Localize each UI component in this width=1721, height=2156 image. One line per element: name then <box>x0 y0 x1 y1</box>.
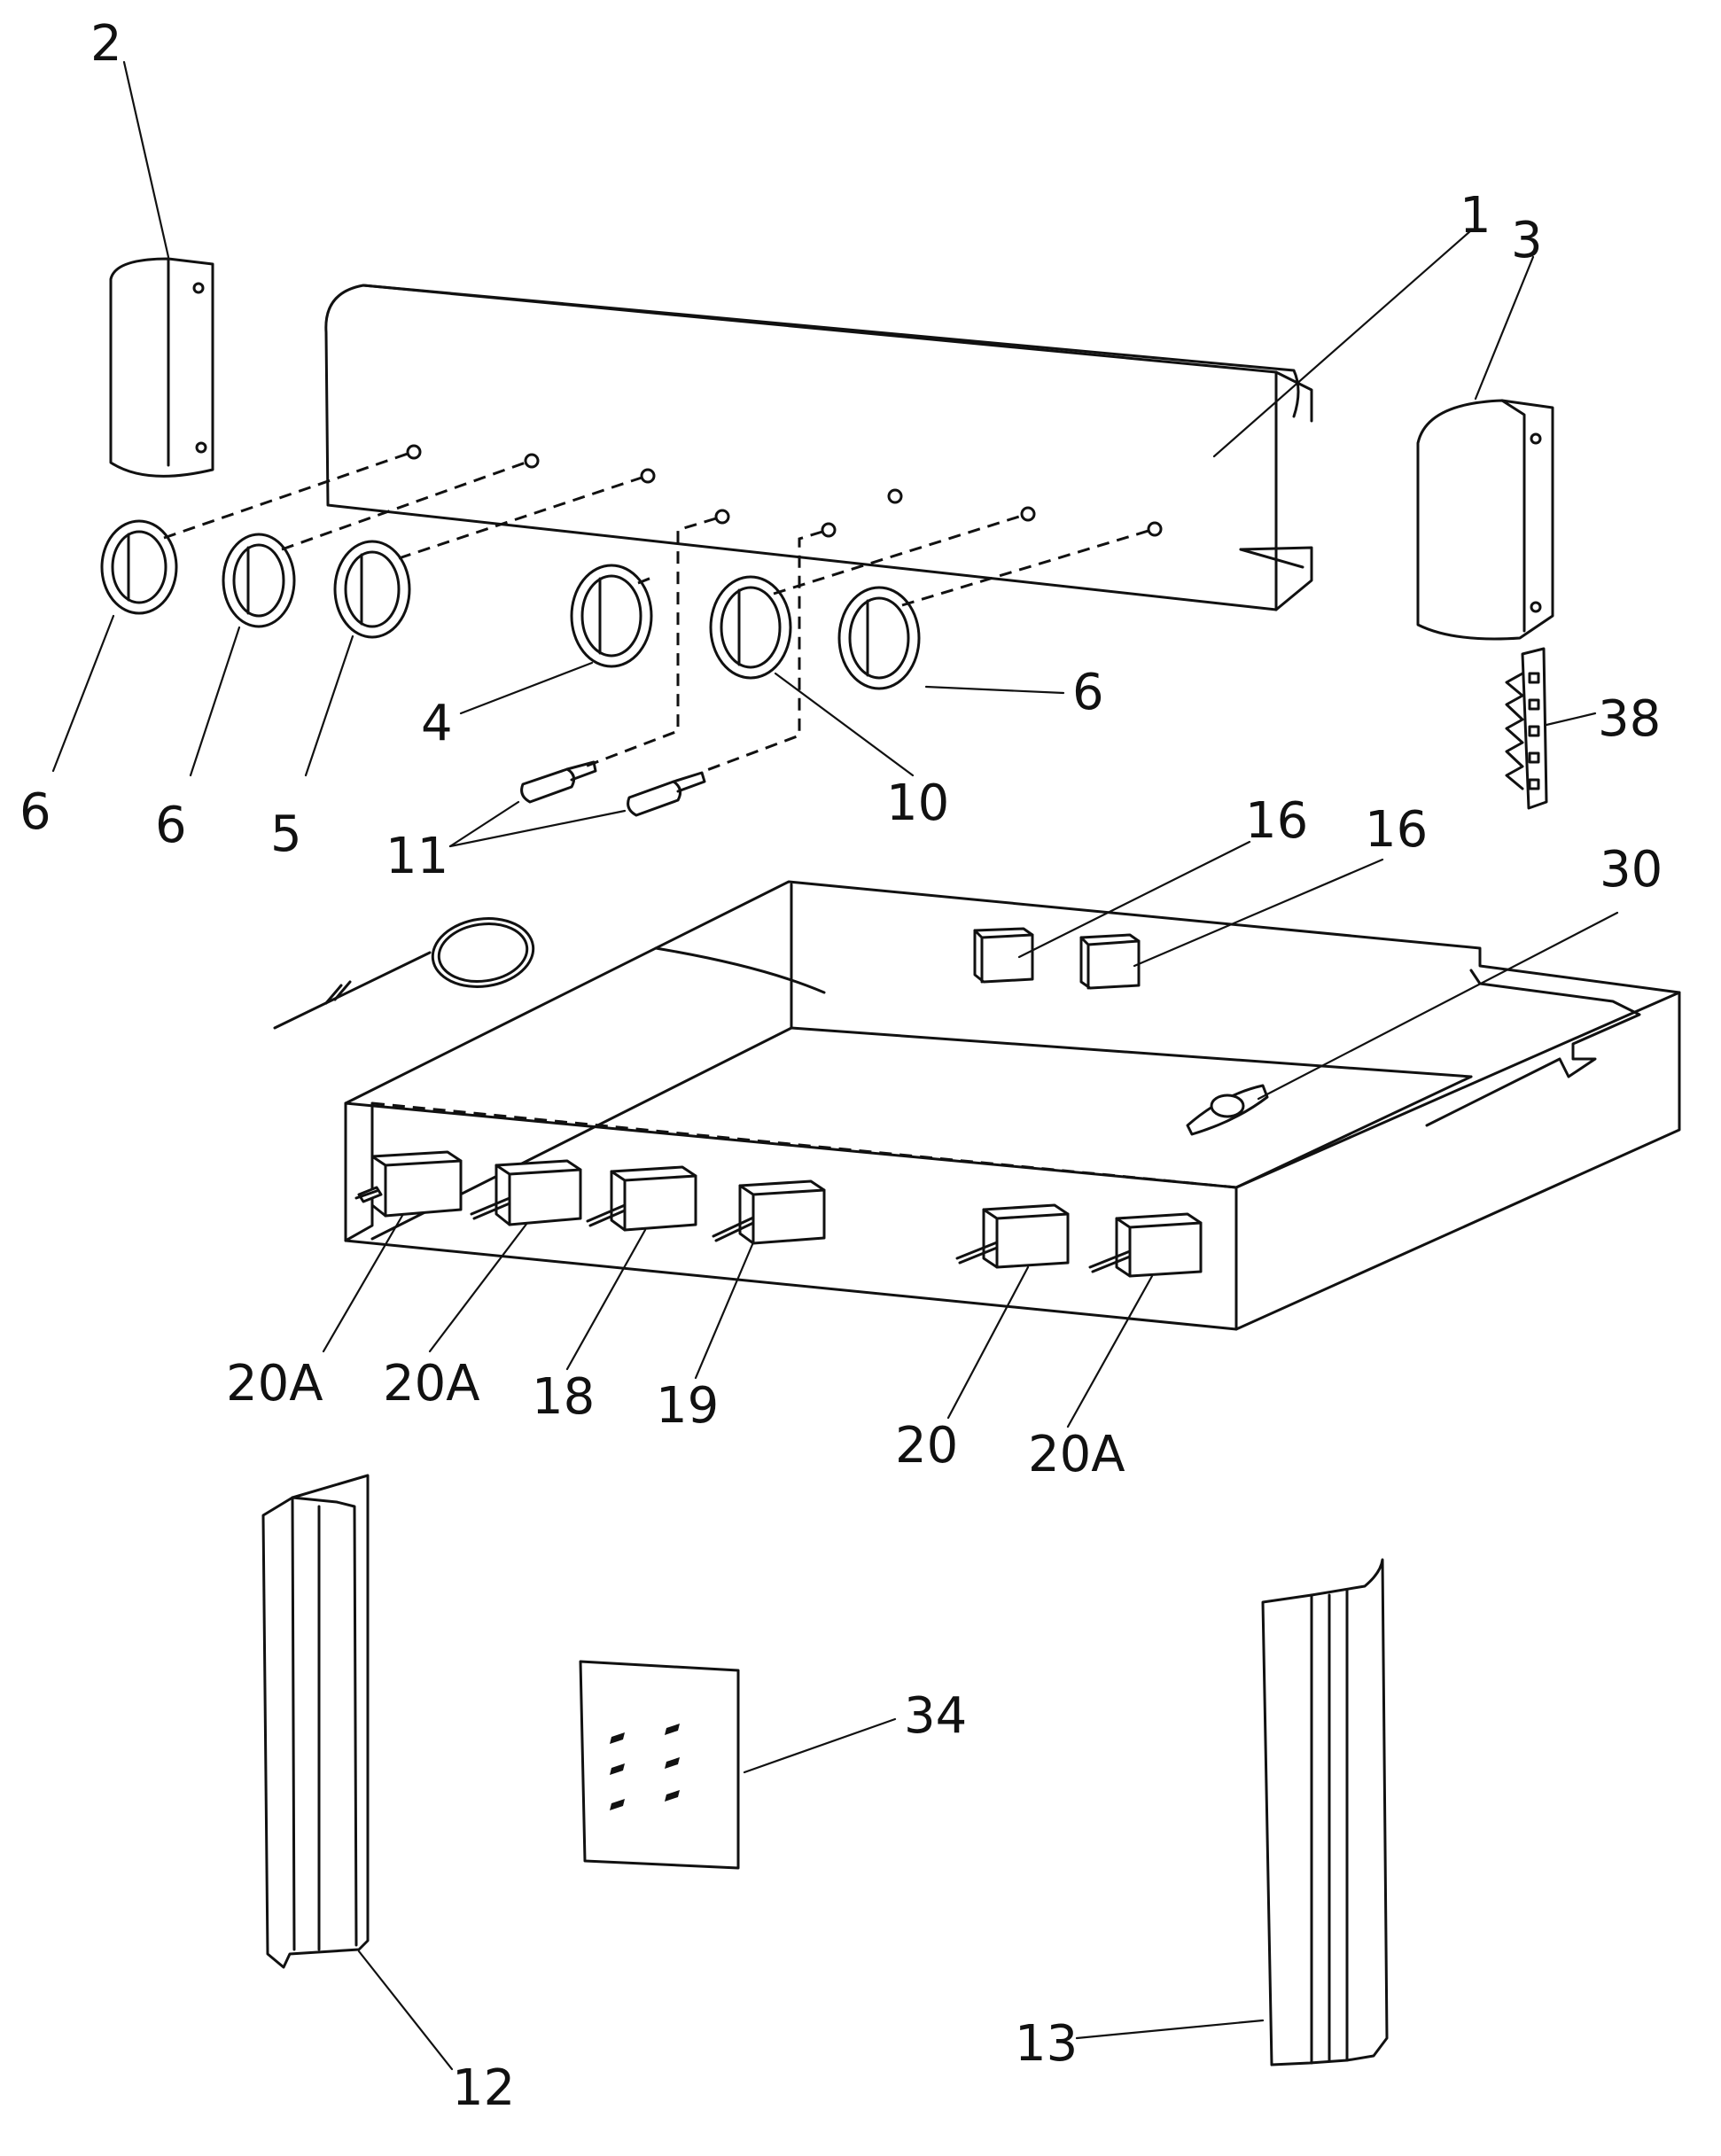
switch-20a-3 <box>1088 1212 1203 1278</box>
label-5: 5 <box>270 806 302 863</box>
label-20a-3: 20A <box>1028 1426 1125 1483</box>
terminal-strip <box>1505 647 1548 810</box>
label-6-b: 6 <box>155 797 187 854</box>
label-4: 4 <box>421 695 453 752</box>
instruction-plate <box>579 1660 740 1870</box>
label-16-a: 16 <box>1245 792 1308 850</box>
label-19: 19 <box>656 1377 719 1435</box>
end-cap-right <box>1416 399 1554 641</box>
label-6-c: 6 <box>1072 664 1104 721</box>
label-3: 3 <box>1511 212 1543 269</box>
pilot-lamps <box>520 760 706 817</box>
reference-numerals: 2 1 3 38 6 6 5 4 10 6 11 16 16 30 20A 20… <box>19 15 1663 2117</box>
knob-6-b <box>222 533 296 628</box>
knob-6-a <box>100 519 178 615</box>
label-10: 10 <box>886 774 949 832</box>
label-12: 12 <box>452 2059 515 2117</box>
label-38: 38 <box>1598 690 1661 748</box>
label-34: 34 <box>904 1687 967 1745</box>
alignment-lines <box>163 452 1149 773</box>
label-16-b: 16 <box>1365 801 1428 859</box>
label-20a-2: 20A <box>383 1355 480 1413</box>
label-1: 1 <box>1460 187 1491 245</box>
label-20a-1: 20A <box>226 1355 323 1413</box>
switch-20a-1 <box>354 1150 463 1218</box>
label-2: 2 <box>90 15 122 73</box>
knob-5 <box>333 540 411 639</box>
leader-lines <box>51 60 1619 2071</box>
label-6-a: 6 <box>19 783 51 841</box>
bottom-tray <box>273 880 1681 1331</box>
knob-10 <box>709 575 792 680</box>
end-cap-left <box>109 257 214 478</box>
switch-19 <box>712 1179 826 1245</box>
label-18: 18 <box>532 1368 595 1426</box>
side-rail-right <box>1261 1558 1389 2066</box>
label-11: 11 <box>385 828 448 885</box>
switch-20 <box>955 1203 1070 1269</box>
switch-20a-2 <box>470 1159 582 1226</box>
front-panel <box>324 284 1313 611</box>
knob-4 <box>570 564 653 668</box>
knob-6-c <box>837 586 921 690</box>
label-30: 30 <box>1600 841 1663 899</box>
switch-18 <box>586 1165 697 1232</box>
label-13: 13 <box>1015 2015 1078 2073</box>
label-20: 20 <box>895 1417 958 1475</box>
side-rail-left <box>261 1474 370 1969</box>
